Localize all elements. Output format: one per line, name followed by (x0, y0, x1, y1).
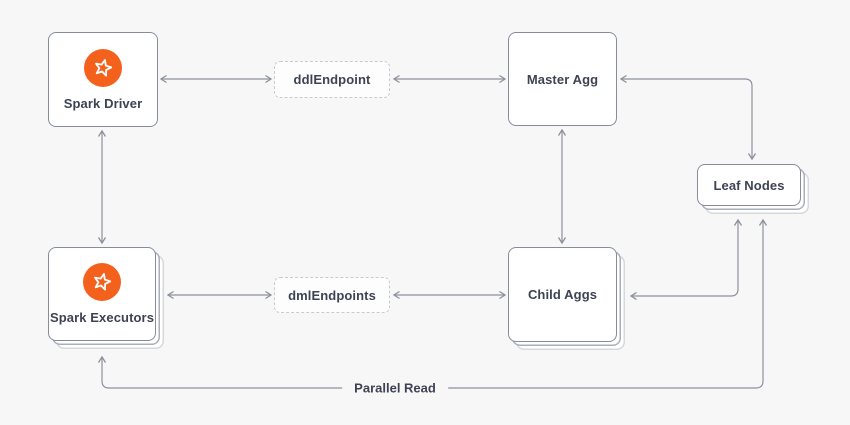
node-label: ddlEndpoint (293, 72, 371, 87)
node-child-aggs: Child Aggs (508, 247, 617, 342)
parallel-read-label: Parallel Read (342, 380, 448, 396)
node-leaf-nodes: Leaf Nodes (697, 164, 801, 206)
edge-child-aggs-leaf-nodes (629, 218, 743, 301)
node-label: Master Agg (526, 71, 599, 87)
node-label: Spark Executors (49, 310, 155, 325)
node-spark-executors: Spark Executors (48, 247, 156, 341)
node-label: Leaf Nodes (713, 177, 785, 193)
node-master-agg: Master Agg (508, 32, 617, 126)
node-dml-endpoints: dmlEndpoints (274, 277, 390, 313)
node-label: Spark Driver (63, 95, 143, 111)
node-spark-driver: Spark Driver (48, 32, 158, 127)
node-ddl-endpoint: ddlEndpoint (274, 61, 390, 98)
edge-master-agg-leaf-nodes (619, 74, 757, 161)
node-label: dmlEndpoints (288, 287, 376, 303)
spark-star-icon (83, 263, 121, 301)
spark-star-icon (84, 48, 122, 87)
node-label: Child Aggs (527, 287, 598, 302)
edge-leaf-nodes-spark-executors-parallel-read (97, 218, 768, 389)
